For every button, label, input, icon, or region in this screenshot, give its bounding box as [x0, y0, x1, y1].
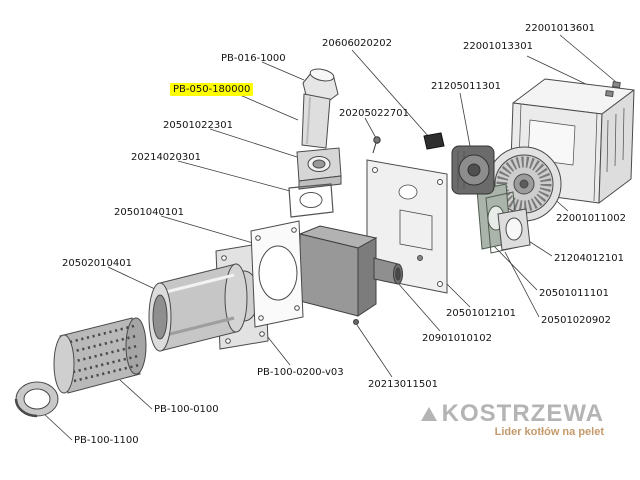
part-label-22001011002: 22001011002: [556, 213, 626, 224]
part-label-pb-050-180000-highlighted: PB-050-180000: [170, 83, 254, 96]
gasket-square: [288, 183, 334, 218]
part-label-20501022301: 20501022301: [163, 120, 233, 131]
part-label-21204012101: 21204012101: [554, 253, 624, 264]
part-label-20502010401: 20502010401: [62, 258, 132, 269]
part-label-20501020902: 20501020902: [541, 315, 611, 326]
front-plate: [250, 220, 304, 328]
brand-tagline: Lider kotłów na pelet: [494, 426, 604, 439]
part-label-pb-016-1000: PB-016-1000: [221, 53, 286, 64]
part-label-21205011301: 21205011301: [431, 81, 501, 92]
part-label-pb-100-1100: PB-100-1100: [74, 435, 139, 446]
intake-flange-box: [296, 147, 342, 190]
part-label-pb-100-0200-v03: PB-100-0200-v03: [257, 367, 344, 378]
part-label-22001013601: 22001013601: [525, 23, 595, 34]
part-label-20606020202: 20606020202: [322, 38, 392, 49]
kostrzewa-logo-icon: [420, 406, 437, 421]
elbow-pipe: [301, 68, 339, 149]
kostrzewa-watermark: KOSTRZEWA Lider kotłów na pelet: [420, 400, 604, 439]
burner-tube: [148, 263, 248, 352]
part-label-20214020301: 20214020301: [131, 152, 201, 163]
burner-body: [298, 225, 403, 325]
perforated-flame-tube: [53, 317, 147, 394]
screw-icon: [372, 136, 381, 154]
part-label-20213011501: 20213011501: [368, 379, 438, 390]
retaining-ring: [14, 381, 59, 418]
part-label-22001013301: 22001013301: [463, 41, 533, 52]
part-label-20501011101: 20501011101: [539, 288, 609, 299]
igniter-bracket: [423, 132, 445, 150]
fan-inlet-plate: [497, 208, 531, 251]
motor: [451, 145, 495, 195]
part-label-20501012101: 20501012101: [446, 308, 516, 319]
part-label-20501040101: 20501040101: [114, 207, 184, 218]
part-label-20901010102: 20901010102: [422, 333, 492, 344]
brand-text: KOSTRZEWA: [441, 400, 604, 427]
part-label-pb-100-0100: PB-100-0100: [154, 404, 219, 415]
part-label-20205022701: 20205022701: [339, 108, 409, 119]
